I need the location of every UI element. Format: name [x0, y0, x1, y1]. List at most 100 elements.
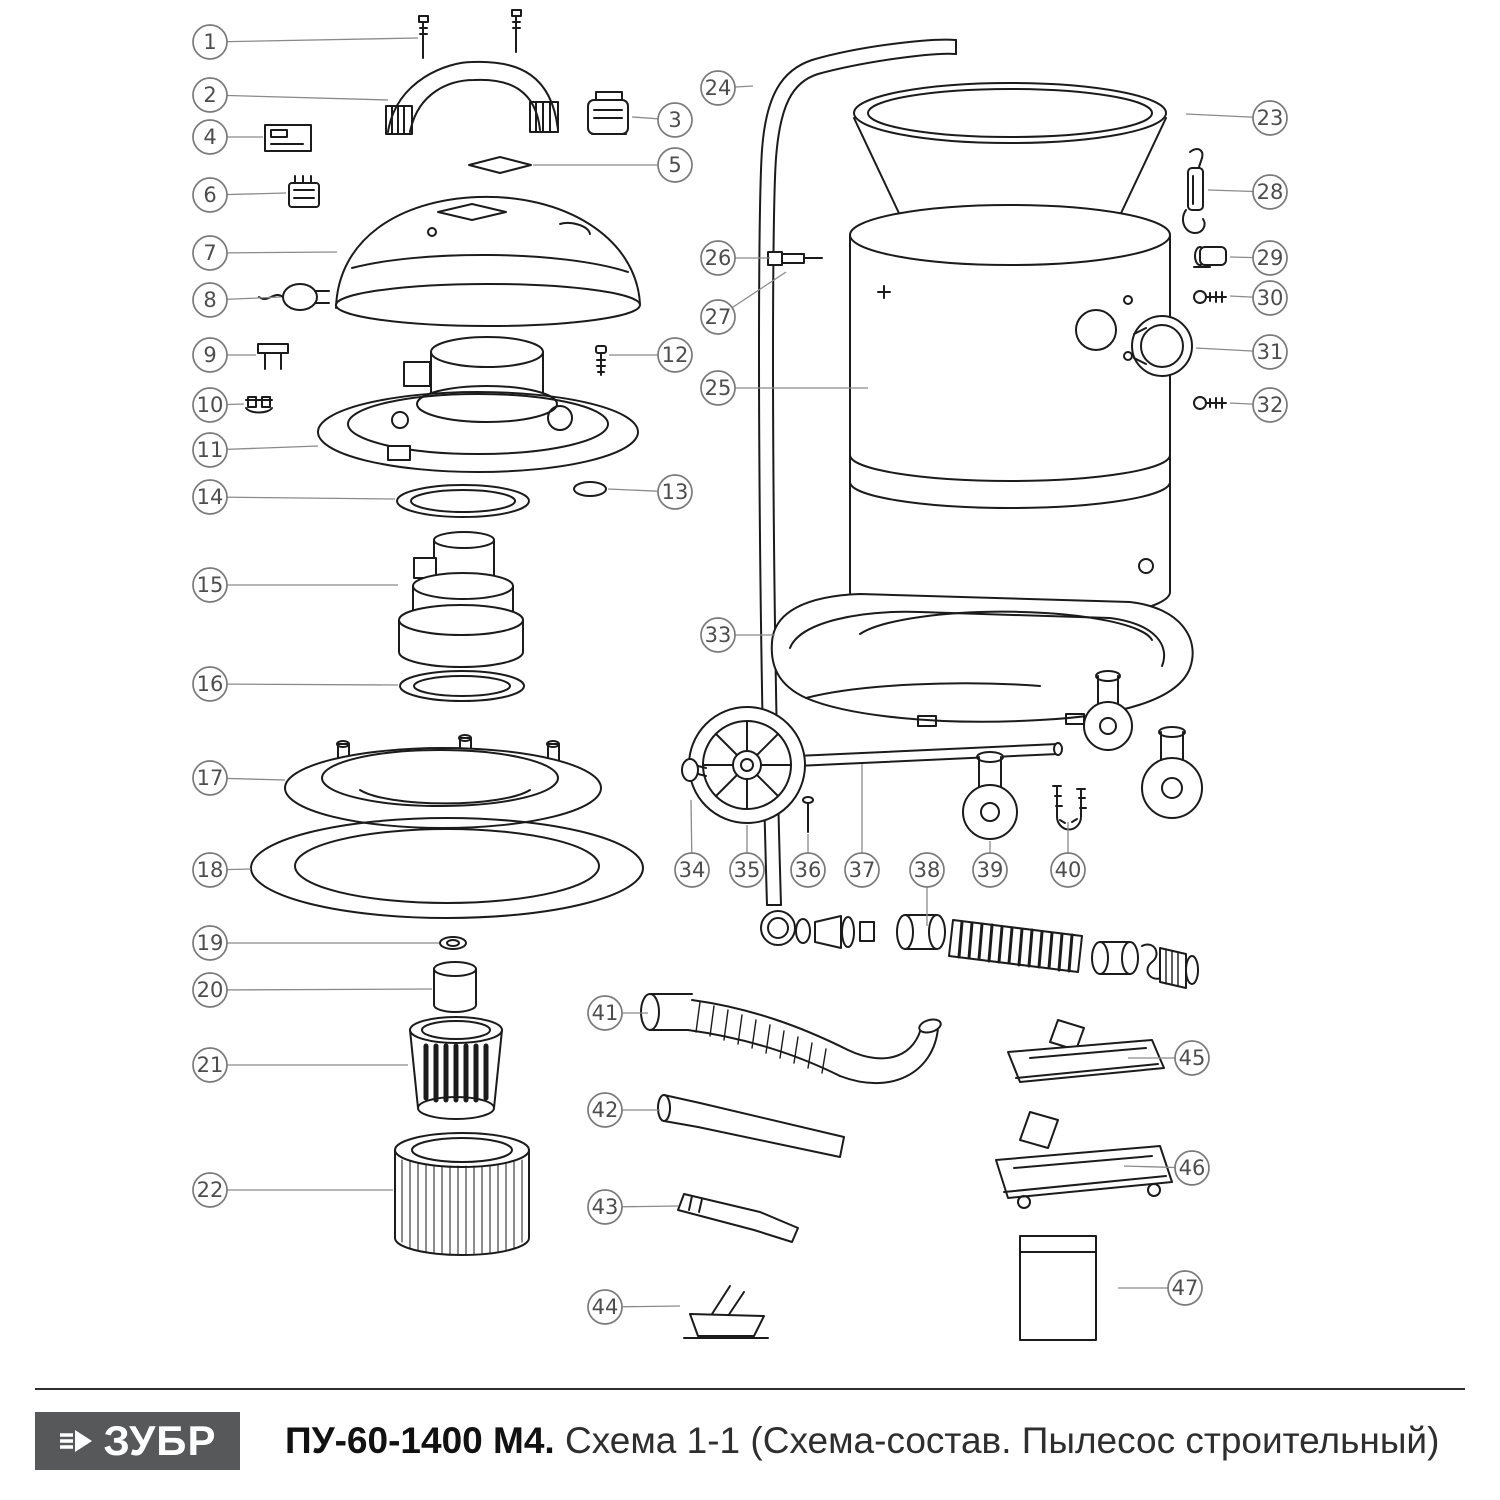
callout-7: 7 — [192, 235, 338, 271]
part-14-gasket-ring-drawing — [396, 484, 530, 518]
svg-text:8: 8 — [203, 288, 216, 312]
callout-12: 12 — [609, 337, 693, 373]
svg-text:23: 23 — [1257, 106, 1284, 130]
svg-text:34: 34 — [679, 858, 706, 882]
callout-2: 2 — [192, 77, 389, 113]
callout-32: 32 — [1229, 387, 1288, 423]
footer: ЗУБР ПУ-60-1400 М4. Схема 1-1 (Схема-сос… — [0, 1388, 1500, 1500]
part-2-handle-drawing — [385, 60, 559, 135]
callout-39: 39 — [972, 841, 1008, 888]
part-3-latch-bracket-drawing — [587, 91, 629, 135]
callout-28: 28 — [1207, 174, 1288, 210]
callout-8: 8 — [192, 282, 282, 318]
part-45-floor-nozzle-drawing — [1007, 1019, 1165, 1083]
part-21-filter-cage-drawing — [409, 1016, 503, 1120]
svg-text:28: 28 — [1257, 180, 1284, 204]
caster-wheel-front-drawing — [1141, 726, 1203, 819]
part-42-extension-tube-drawing — [657, 1094, 845, 1158]
callout-6: 6 — [192, 177, 287, 213]
svg-text:9: 9 — [203, 343, 216, 367]
part-38-coupling-set-drawing — [760, 910, 1199, 989]
part-26-hose-fitting-drawing — [767, 251, 823, 266]
part-15-motor-drawing — [398, 531, 524, 668]
svg-text:11: 11 — [197, 438, 224, 462]
svg-text:46: 46 — [1179, 1156, 1206, 1180]
svg-text:42: 42 — [592, 1098, 619, 1122]
callout-36: 36 — [790, 834, 826, 888]
part-31-inlet-port-drawing — [1131, 315, 1193, 377]
diagram-title: ПУ-60-1400 М4. Схема 1-1 (Схема-состав. … — [285, 1420, 1439, 1462]
part-16-seal-ring-drawing — [399, 670, 525, 702]
svg-text:13: 13 — [662, 480, 689, 504]
part-30-screw-drawing — [1193, 290, 1227, 304]
svg-text:14: 14 — [197, 485, 224, 509]
part-34-wheel-bolt-drawing — [681, 758, 707, 782]
callout-18: 18 — [192, 852, 252, 888]
parts-diagram-canvas: 1234567891011121314151617181920212223242… — [192, 9, 1288, 1341]
svg-text:33: 33 — [705, 623, 732, 647]
part-33-trolley-base-drawing — [770, 593, 1194, 727]
part-10-clip-drawing — [245, 396, 273, 414]
part-40-hook-strap-drawing — [1052, 785, 1087, 831]
callout-25: 25 — [700, 370, 868, 406]
callout-38: 38 — [909, 852, 945, 926]
diagram-subtitle: Схема 1-1 (Схема-состав. Пылесос строите… — [554, 1420, 1440, 1461]
part-43-crevice-nozzle-drawing — [677, 1193, 799, 1243]
part-39-caster-drawing — [962, 751, 1018, 840]
callout-5: 5 — [533, 147, 693, 183]
part-17-baffle-plate-drawing — [284, 734, 602, 829]
svg-text:36: 36 — [795, 858, 822, 882]
part-29-clamp-drawing — [1193, 246, 1227, 268]
part-12-screw-drawing — [595, 345, 607, 376]
callout-26: 26 — [700, 240, 770, 276]
part-1-screws-drawing — [418, 9, 522, 59]
part-6-switch-drawing — [288, 175, 320, 208]
callout-15: 15 — [192, 567, 398, 603]
part-20-sleeve-drawing — [433, 961, 477, 1013]
callout-24: 24 — [700, 70, 754, 106]
part-9-terminal-drawing — [257, 343, 289, 370]
svg-text:6: 6 — [203, 183, 216, 207]
part-19-washer-drawing — [439, 936, 467, 950]
callout-29: 29 — [1229, 240, 1288, 276]
svg-text:29: 29 — [1257, 246, 1284, 270]
footer-divider — [35, 1388, 1465, 1390]
part-22-pleated-filter-drawing — [394, 1132, 530, 1256]
svg-text:26: 26 — [705, 246, 732, 270]
part-32-screw-drawing — [1193, 396, 1227, 410]
callout-43: 43 — [587, 1189, 679, 1225]
svg-text:32: 32 — [1257, 393, 1284, 417]
svg-text:16: 16 — [197, 672, 224, 696]
svg-text:31: 31 — [1257, 340, 1284, 364]
callout-31: 31 — [1195, 334, 1288, 370]
part-47-dust-bag-drawing — [1019, 1235, 1097, 1341]
callout-16: 16 — [192, 666, 399, 702]
caster-wheel-rear-drawing — [1083, 670, 1133, 751]
callout-10: 10 — [192, 387, 245, 423]
brand-name: ЗУБР — [103, 1417, 217, 1464]
callout-30: 30 — [1229, 280, 1288, 316]
callout-40: 40 — [1050, 822, 1086, 888]
part-24-handle-tube-drawing — [758, 38, 957, 906]
svg-text:17: 17 — [197, 766, 224, 790]
svg-text:24: 24 — [705, 76, 732, 100]
svg-text:43: 43 — [592, 1195, 619, 1219]
callout-21: 21 — [192, 1047, 408, 1083]
part-46-floor-nozzle-wide-drawing — [995, 1111, 1173, 1209]
callout-1: 1 — [192, 24, 419, 60]
brand-logo-box: ЗУБР — [35, 1412, 240, 1470]
callout-35: 35 — [729, 825, 765, 888]
part-7-lid-dome-drawing — [335, 195, 641, 327]
svg-text:41: 41 — [592, 1001, 619, 1025]
svg-text:12: 12 — [662, 343, 689, 367]
callout-4: 4 — [192, 119, 263, 155]
part-36-pin-drawing — [802, 796, 814, 833]
callout-37: 37 — [844, 764, 880, 888]
part-37-axle-rod-drawing — [791, 742, 1063, 768]
svg-text:5: 5 — [668, 153, 681, 177]
callout-17: 17 — [192, 760, 286, 796]
callout-46: 46 — [1123, 1150, 1210, 1186]
svg-text:1: 1 — [203, 30, 216, 54]
part-41-flex-hose-drawing — [640, 993, 942, 1085]
